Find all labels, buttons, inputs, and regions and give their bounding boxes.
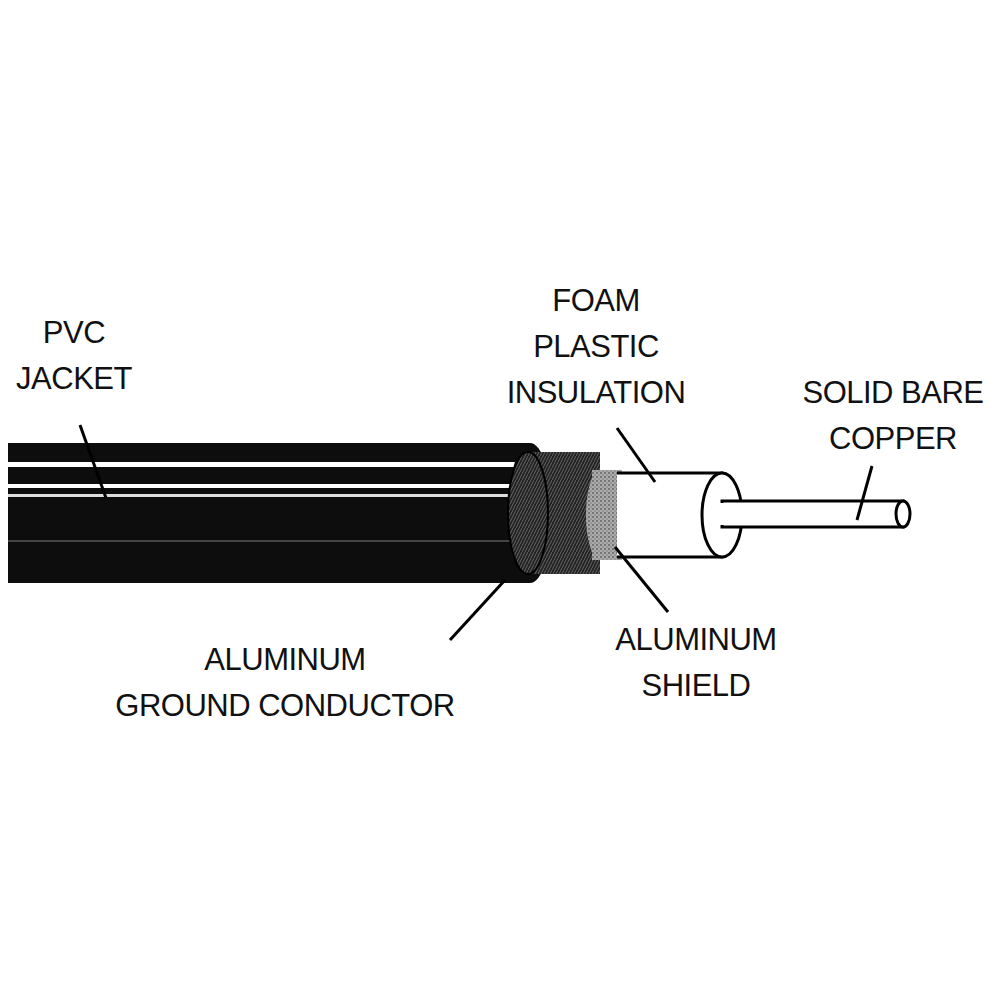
leader-line xyxy=(80,425,106,498)
leader-line xyxy=(857,466,872,520)
part-label: FOAMPLASTICINSULATION xyxy=(507,278,686,416)
label-line: GROUND CONDUCTOR xyxy=(115,683,454,729)
aluminum-shield xyxy=(586,470,622,560)
label-line: PLASTIC xyxy=(507,324,686,370)
part-label: SOLID BARECOPPER xyxy=(802,370,983,462)
label-line: COPPER xyxy=(802,416,983,462)
leader-lines xyxy=(80,425,872,640)
part-label: PVCJACKET xyxy=(16,310,132,402)
label-line: JACKET xyxy=(16,356,132,402)
foam-insulation xyxy=(605,471,742,559)
leader-line xyxy=(450,580,505,640)
copper-conductor xyxy=(715,501,910,527)
part-label: ALUMINUMGROUND CONDUCTOR xyxy=(115,637,454,729)
leader-line xyxy=(615,547,668,612)
pvc-jacket xyxy=(8,443,552,583)
leader-line xyxy=(617,428,655,482)
label-line: SHIELD xyxy=(615,663,776,709)
part-label: ALUMINUMSHIELD xyxy=(615,617,776,709)
label-line: INSULATION xyxy=(507,370,686,416)
label-line: ALUMINUM xyxy=(115,637,454,683)
label-line: FOAM xyxy=(507,278,686,324)
label-line: ALUMINUM xyxy=(615,617,776,663)
label-line: SOLID BARE xyxy=(802,370,983,416)
label-line: PVC xyxy=(16,310,132,356)
